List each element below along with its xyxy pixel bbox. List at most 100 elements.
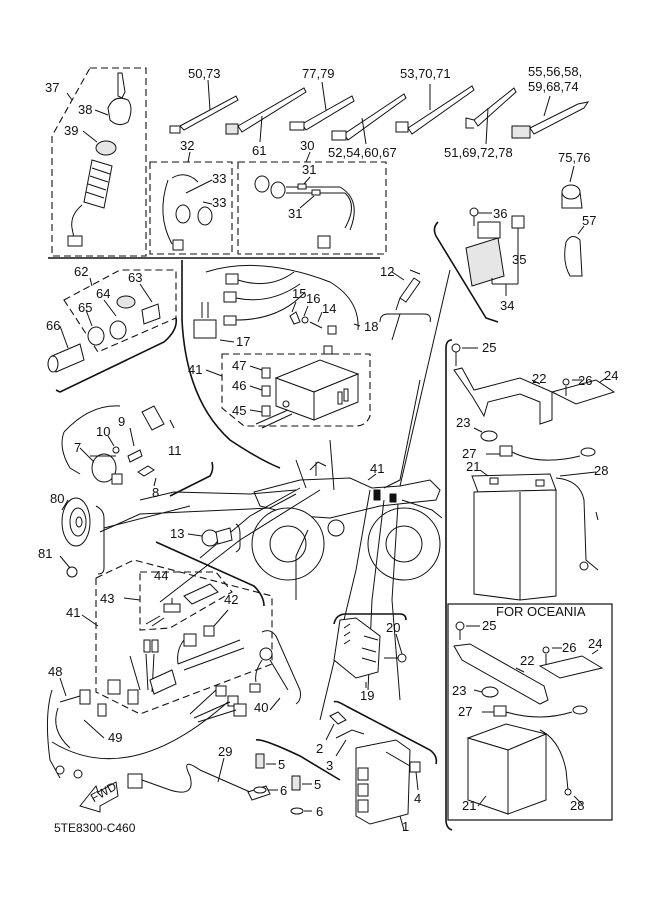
- fuse-47-icon: [261, 367, 271, 379]
- callout-23: 23: [456, 415, 470, 430]
- ignition-switch-icon: [67, 159, 113, 247]
- callout-5b: 5: [314, 777, 321, 792]
- callout-36: 36: [493, 206, 507, 221]
- callout-3: 3: [326, 758, 333, 773]
- callout-14: 14: [322, 301, 336, 316]
- group-32-lead: 32 33 33: [149, 138, 233, 255]
- callout-25: 25: [482, 340, 496, 355]
- group-41-wire-harness: 41 43 44 42 48 49: [46, 541, 273, 779]
- callout-49: 49: [108, 730, 122, 745]
- callout-52-54-60-67: 52,54,60,67: [328, 145, 397, 160]
- callout-31a: 31: [302, 162, 316, 177]
- cable-tie-52-54-60-67: 52,54,60,67: [328, 93, 407, 160]
- cable-tie-55-56-58-59-68-74: 55,56,58, 59,68,74: [511, 64, 590, 139]
- callout-31b: 31: [288, 206, 302, 221]
- callout-13: 13: [170, 526, 184, 541]
- callout-46: 46: [232, 378, 246, 393]
- starter-relay-34: 36 35 34: [433, 206, 526, 323]
- clamp-57: 57: [564, 213, 596, 277]
- callout-24o: 24: [588, 636, 602, 651]
- callout-9: 9: [118, 414, 125, 429]
- cable-tie-77-79: 77,79: [289, 66, 355, 131]
- callout-18: 18: [364, 319, 378, 334]
- group-7-11: 7 8 9 10 11: [61, 405, 214, 500]
- callout-21: 21: [466, 459, 480, 474]
- callout-39: 39: [64, 123, 78, 138]
- cable-ties: 50,73 61 77,79 52,54,60,67 53,70: [169, 64, 590, 160]
- cable-tie-61: 61: [225, 87, 307, 158]
- oceania-title: FOR OCEANIA: [496, 604, 586, 619]
- callout-80: 80: [50, 491, 64, 506]
- callout-41c: 41: [66, 605, 80, 620]
- callout-21o: 21: [462, 798, 476, 813]
- callout-6a: 6: [280, 783, 287, 798]
- rectifier-19: 20 19: [333, 613, 407, 703]
- callout-22o: 22: [520, 653, 534, 668]
- callout-6b: 6: [316, 804, 323, 819]
- callout-43: 43: [100, 591, 114, 606]
- clamp-75-76: 75,76: [558, 150, 591, 209]
- lead-29: 29: [127, 744, 271, 801]
- drawing-code: 5TE8300-C460: [54, 821, 136, 835]
- horn-80: 80 81: [38, 491, 191, 578]
- callout-11: 11: [168, 443, 182, 458]
- callout-29: 29: [218, 744, 232, 759]
- callout-42: 42: [224, 592, 238, 607]
- callout-35: 35: [512, 252, 526, 267]
- sensor-40: 40: [249, 630, 301, 715]
- group-37-main-switch: 37 38 39: [45, 67, 147, 257]
- callout-41a: 41: [188, 362, 202, 377]
- group-62-power-socket: 62 63 64 65 66: [46, 264, 178, 393]
- callout-26o: 26: [562, 640, 576, 655]
- callout-57: 57: [582, 213, 596, 228]
- callout-4: 4: [414, 791, 421, 806]
- callout-28: 28: [594, 463, 608, 478]
- oceania-battery-group: FOR OCEANIA 25 26 24 22 23 27 21 28: [447, 603, 613, 821]
- callout-33a: 33: [212, 171, 226, 186]
- group-harness-relays: 17 15 16 14 18 41 47 46 45: [181, 260, 378, 469]
- fuse-45-icon: [261, 405, 271, 417]
- fuse-46-icon: [261, 385, 271, 397]
- callout-19: 19: [360, 688, 374, 703]
- coil-7-icon: [90, 453, 123, 485]
- callout-32: 32: [180, 138, 194, 153]
- callout-45: 45: [232, 403, 246, 418]
- fwd-arrow-icon: FWD: [79, 779, 119, 813]
- callout-28o: 28: [570, 798, 584, 813]
- callout-53-70-71: 53,70,71: [400, 66, 451, 81]
- callout-24: 24: [604, 368, 618, 383]
- callout-1: 1: [402, 819, 409, 834]
- callout-26: 26: [578, 373, 592, 388]
- callout-64: 64: [96, 286, 110, 301]
- callout-55-56-58: 55,56,58,: [528, 64, 582, 79]
- callout-30: 30: [300, 138, 314, 153]
- battery-group: 25 22 26 24 23 27 21 28: [445, 339, 618, 831]
- atv-vehicle-icon: 41: [99, 269, 451, 721]
- callout-40: 40: [254, 700, 268, 715]
- cdi-unit-1: 2 3 4 1: [316, 700, 438, 834]
- group-30-lead: 30 31 31: [237, 138, 387, 255]
- nut-icon: [95, 140, 117, 156]
- cable-tie-50-73: 50,73: [169, 66, 239, 134]
- callout-5a: 5: [278, 757, 285, 772]
- callout-27o: 27: [458, 704, 472, 719]
- callout-44: 44: [154, 568, 168, 583]
- callout-37: 37: [45, 80, 59, 95]
- callout-7: 7: [74, 440, 81, 455]
- callout-23o: 23: [452, 683, 466, 698]
- callout-81: 81: [38, 546, 52, 561]
- spark-plug-12: 12: [379, 264, 431, 341]
- callout-66: 66: [46, 318, 60, 333]
- battery-icon: [471, 473, 557, 601]
- callout-2: 2: [316, 741, 323, 756]
- callout-63: 63: [128, 270, 142, 285]
- callout-25o: 25: [482, 618, 496, 633]
- oceania-battery-icon: [466, 723, 548, 815]
- callout-48: 48: [48, 664, 62, 679]
- callout-34: 34: [500, 298, 514, 313]
- callout-51-69-72-78: 51,69,72,78: [444, 145, 513, 160]
- callout-59-68-74: 59,68,74: [528, 79, 579, 94]
- callout-12: 12: [380, 264, 394, 279]
- callout-16: 16: [306, 291, 320, 306]
- switch-13: 13: [170, 523, 241, 553]
